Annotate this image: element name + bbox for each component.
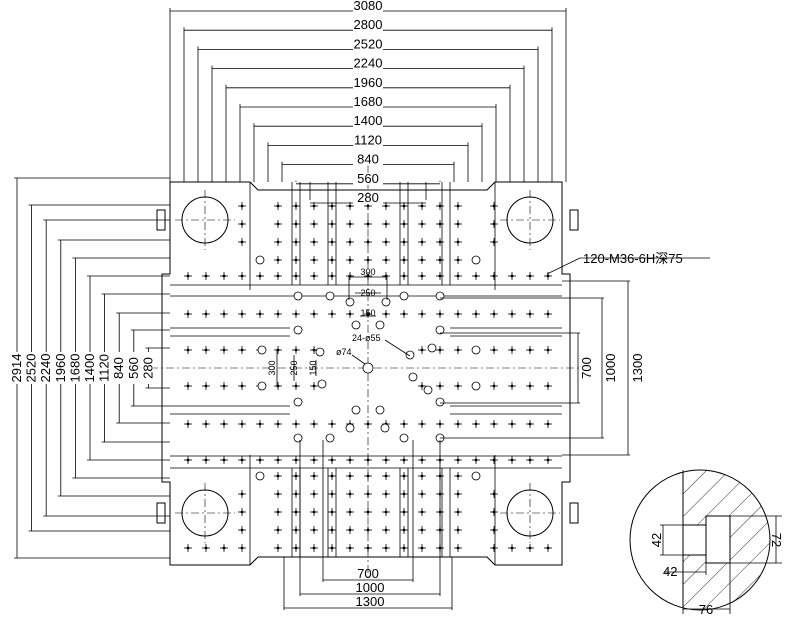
left-dim-2240: 2240	[38, 354, 53, 383]
top-dim-1120: 1120	[354, 132, 382, 147]
top-dim-2520: 2520	[354, 36, 383, 51]
top-dim-2240: 2240	[354, 56, 383, 71]
detail-dim-42-vertical: 42	[649, 533, 664, 547]
right-dim-1300: 1300	[630, 354, 645, 383]
top-dim-1400: 1400	[354, 113, 383, 128]
top-dim-840: 840	[357, 152, 379, 167]
detail-dim-72: 72	[769, 533, 784, 547]
left-dim-560: 560	[126, 357, 141, 379]
detail-dim-42-horizontal: 42	[663, 564, 677, 579]
right-dim-1000: 1000	[603, 354, 618, 383]
bottom-dim-700: 700	[357, 566, 379, 581]
top-dimension-chain: 3080 2800 2520 2240 1960 1680 1400 1120 840 560 28…	[169, 0, 567, 205]
left-dim-2914: 2914	[9, 354, 24, 383]
dim-300-horizontal: 300	[360, 267, 375, 277]
top-dim-2800: 2800	[354, 17, 383, 32]
bottom-dim-1000: 1000	[356, 580, 385, 595]
left-dim-1960: 1960	[53, 354, 68, 383]
tapped-hole-pattern	[184, 202, 552, 552]
thread-detail-view: 42 42 72 76	[629, 469, 784, 617]
platen-outline	[161, 181, 571, 566]
top-dim-3080: 3080	[354, 0, 383, 13]
bottom-dimension-chain: 700 1000 1300	[283, 440, 453, 610]
left-dim-840: 840	[111, 357, 126, 379]
center-lines	[150, 165, 580, 580]
thread-callout: 120-M36-6H深75	[546, 251, 710, 275]
hole-label-74: ø74	[336, 347, 352, 357]
tie-bar-bores	[156, 190, 579, 543]
center-dimensions: 300 250 150 300 250 150 24-ø55 ø74	[267, 267, 411, 387]
dim-150-horizontal: 150	[360, 308, 375, 318]
right-dim-700: 700	[579, 357, 594, 379]
right-dimension-chain: 700 1000 1300	[440, 280, 645, 456]
dim-150-vertical: 150	[308, 360, 318, 375]
top-dim-1960: 1960	[354, 75, 383, 90]
detail-dim-76: 76	[699, 602, 713, 617]
left-dim-1120: 1120	[97, 354, 112, 382]
left-dim-2520: 2520	[24, 354, 39, 383]
hole-label-24-55: 24-ø55	[352, 333, 381, 343]
top-dim-560: 560	[357, 171, 379, 186]
dim-250-horizontal: 250	[360, 288, 375, 298]
top-dim-280: 280	[357, 190, 379, 205]
dim-300-vertical: 300	[267, 360, 277, 375]
left-dim-1680: 1680	[67, 354, 82, 383]
left-dim-1400: 1400	[82, 354, 97, 383]
callout-text: 120-M36-6H深75	[583, 251, 683, 266]
bottom-dim-1300: 1300	[356, 594, 385, 609]
left-dim-280: 280	[140, 357, 155, 379]
dim-250-vertical: 250	[289, 360, 299, 375]
top-dim-1680: 1680	[354, 94, 383, 109]
